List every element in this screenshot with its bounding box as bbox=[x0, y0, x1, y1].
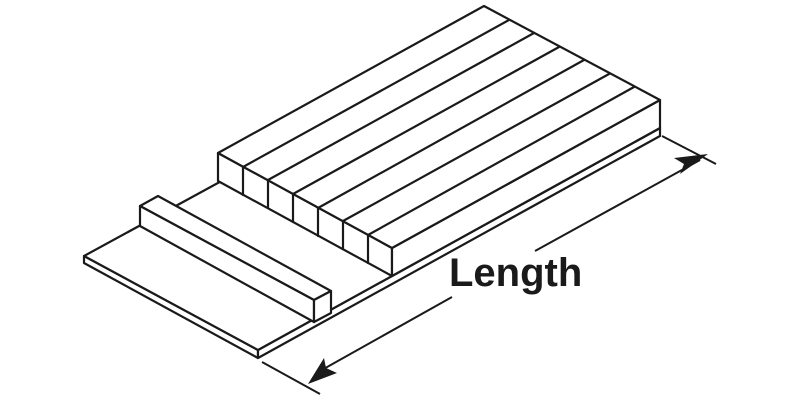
extension-line-back bbox=[661, 135, 717, 165]
divider-block bbox=[216, 4, 662, 278]
divider-line-4 bbox=[316, 58, 586, 210]
cross-bar-end bbox=[312, 289, 333, 324]
front-cross-bar bbox=[138, 194, 333, 324]
divider-line-3 bbox=[291, 45, 561, 196]
divider-line-2 bbox=[266, 31, 536, 182]
dimension-line-upper bbox=[534, 159, 701, 252]
arrowhead-front-icon bbox=[308, 358, 337, 384]
extension-line-front bbox=[261, 361, 321, 395]
divider-line-1 bbox=[241, 18, 511, 169]
divider-block-top bbox=[216, 4, 662, 250]
dimension-line-lower bbox=[319, 296, 453, 372]
divider-line-5 bbox=[341, 72, 611, 223]
arrowhead-back-icon bbox=[674, 154, 708, 174]
length-label: Length bbox=[449, 251, 583, 295]
length-dimension bbox=[261, 135, 717, 395]
divider-line-6 bbox=[366, 85, 636, 237]
